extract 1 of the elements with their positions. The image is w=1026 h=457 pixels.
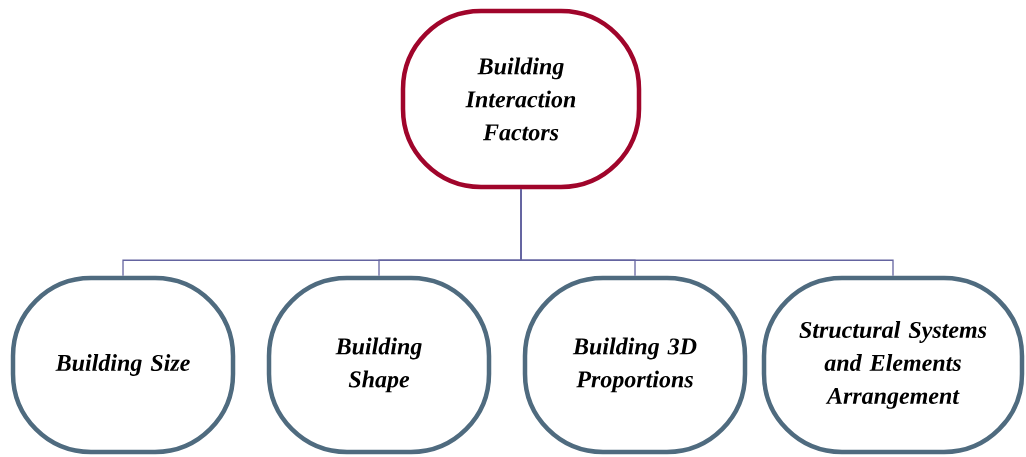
connector xyxy=(520,188,894,277)
